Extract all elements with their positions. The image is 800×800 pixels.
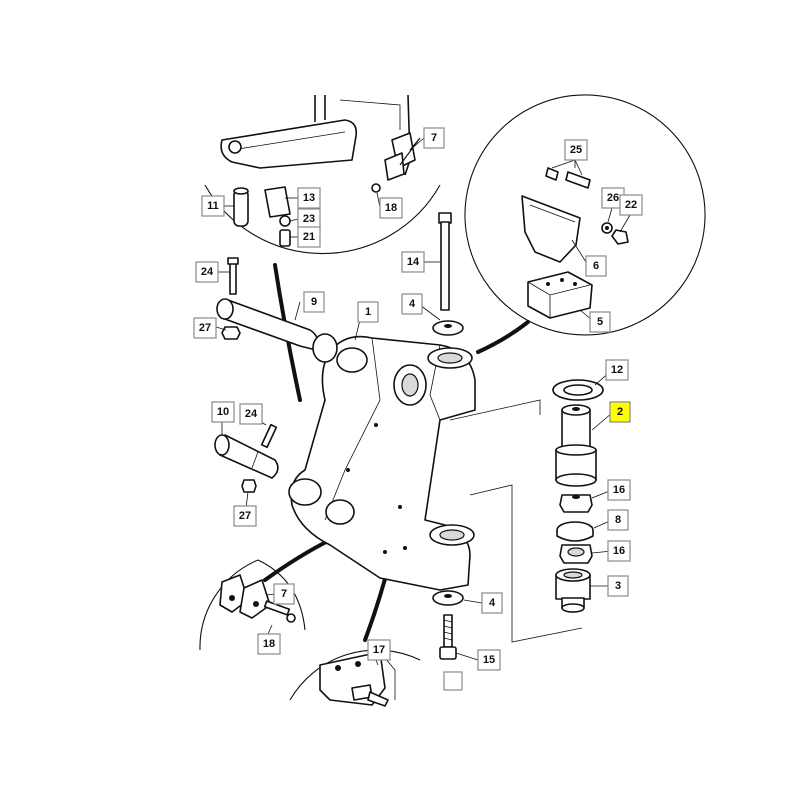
callout-label: 6 — [593, 260, 599, 272]
bolt-24-top — [229, 261, 237, 295]
callout-label: 14 — [407, 256, 420, 268]
detail-circle-top-left — [204, 94, 441, 255]
callout-label: 27 — [199, 322, 211, 334]
callout-7-bottom[interactable]: 7 — [273, 583, 295, 605]
callout-14[interactable]: 14 — [401, 251, 425, 273]
callout-label: 13 — [303, 192, 315, 204]
detail-circle-bottom-left — [199, 559, 306, 651]
callout-2-highlighted[interactable]: 2 — [609, 401, 631, 423]
callout-25[interactable]: 25 — [564, 139, 588, 161]
washer-12-inner — [563, 384, 593, 396]
callout-label: 4 — [489, 597, 496, 609]
callout-label: 17 — [373, 644, 385, 656]
washer-4-top-hole — [444, 324, 452, 328]
callout-label: 18 — [385, 202, 397, 214]
bushing-2 — [555, 404, 597, 487]
pin-10 — [214, 434, 279, 479]
callout-4-top[interactable]: 4 — [401, 293, 423, 315]
leader-curve-top-right — [476, 320, 530, 354]
callout-10[interactable]: 10 — [211, 401, 235, 423]
callout-label: 7 — [281, 588, 287, 600]
pin-9 — [216, 298, 338, 363]
callout-12[interactable]: 12 — [605, 359, 629, 381]
callout-label: 11 — [207, 200, 219, 212]
assembly-line-top — [449, 399, 541, 421]
callout-16-bottom[interactable]: 16 — [607, 540, 631, 562]
nut-16-bottom-hole — [567, 547, 585, 557]
callout-24-top[interactable]: 24 — [195, 261, 219, 283]
callout-label: 26 — [607, 192, 619, 204]
callout-label: 1 — [365, 306, 371, 318]
callout-22[interactable]: 22 — [619, 194, 643, 216]
callout-16-top[interactable]: 16 — [607, 479, 631, 501]
callout-27-mid[interactable]: 27 — [233, 505, 257, 527]
bolt-15 — [439, 614, 457, 660]
callout-11[interactable]: 11 — [201, 195, 225, 217]
main-bracket — [288, 335, 476, 591]
reference-box — [443, 671, 463, 691]
nut-16-top-hole — [572, 495, 580, 499]
callout-label: 23 — [303, 213, 315, 225]
assembly-line-side — [469, 484, 583, 643]
callout-8[interactable]: 8 — [607, 509, 629, 531]
callout-label: 18 — [263, 638, 275, 650]
callout-18-bottom[interactable]: 18 — [257, 633, 281, 655]
bolt-24-mid — [260, 423, 278, 449]
callout-1[interactable]: 1 — [357, 301, 379, 323]
detail-circle-top-right — [464, 94, 706, 336]
callout-5[interactable]: 5 — [589, 311, 611, 333]
callout-15[interactable]: 15 — [477, 649, 501, 671]
callout-label: 10 — [217, 406, 229, 418]
callout-label: 9 — [311, 296, 317, 308]
nut-27-mid — [241, 479, 257, 493]
callout-26[interactable]: 26 — [601, 187, 625, 209]
callout-label: 24 — [245, 408, 258, 420]
bushing-3 — [555, 568, 591, 613]
cap-8-side — [556, 530, 594, 542]
detail-circle-bottom-center — [289, 649, 421, 707]
callout-label: 24 — [201, 266, 214, 278]
callout-label: 22 — [625, 199, 637, 211]
callout-label: 16 — [613, 545, 625, 557]
callout-21[interactable]: 21 — [297, 226, 321, 248]
callout-27-top[interactable]: 27 — [193, 317, 217, 339]
callout-24-mid[interactable]: 24 — [239, 403, 263, 425]
callout-label: 21 — [303, 231, 315, 243]
callout-label: 25 — [570, 144, 582, 156]
callout-label: 2 — [617, 406, 623, 418]
callout-label: 7 — [431, 132, 437, 144]
callout-7-top[interactable]: 7 — [423, 127, 445, 149]
nut-16-top — [559, 494, 593, 513]
callout-9[interactable]: 9 — [303, 291, 325, 313]
callout-13[interactable]: 13 — [297, 187, 321, 209]
callout-4-bottom[interactable]: 4 — [481, 592, 503, 614]
callout-3[interactable]: 3 — [607, 575, 629, 597]
leader-curve-bottom-left — [263, 538, 332, 582]
bolt-24-top-head — [227, 257, 239, 265]
nut-27-top — [221, 326, 241, 340]
callout-label: 16 — [613, 484, 625, 496]
callout-label: 4 — [409, 298, 416, 310]
callout-6[interactable]: 6 — [585, 255, 607, 277]
callout-18-top[interactable]: 18 — [379, 197, 403, 219]
callout-label: 12 — [611, 364, 623, 376]
bolt-14 — [438, 212, 452, 311]
callout-label: 27 — [239, 510, 251, 522]
washer-4-bottom-hole — [444, 594, 452, 598]
callout-label: 3 — [615, 580, 621, 592]
callout-label: 8 — [615, 514, 621, 526]
callout-17[interactable]: 17 — [367, 639, 391, 661]
callout-23[interactable]: 23 — [297, 208, 321, 230]
callout-label: 5 — [597, 316, 603, 328]
callout-label: 15 — [483, 654, 495, 666]
